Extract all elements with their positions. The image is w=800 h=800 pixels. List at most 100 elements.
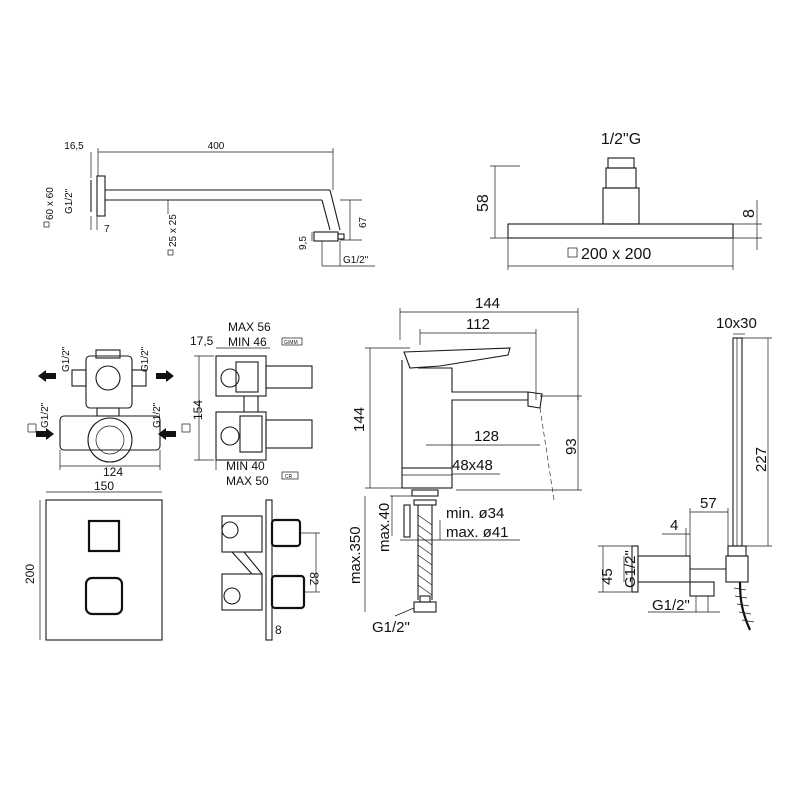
valve-left-port <box>71 369 87 387</box>
valve-upper-body <box>85 355 133 409</box>
square-symbol-2 <box>167 249 174 256</box>
dim-9-5-label: 9,5 <box>298 236 309 250</box>
mixer-base-label: 48x48 <box>452 457 493 474</box>
water-flow-line <box>539 407 555 501</box>
mixer-spout-label: 112 <box>466 316 490 333</box>
hand-thread-side-label: G1/2" <box>622 550 639 588</box>
valve-side-knob-bot <box>270 574 306 610</box>
mixer-aerator <box>527 391 543 409</box>
dim-67-label: 67 <box>358 216 369 228</box>
hand-hose <box>738 581 752 631</box>
square-symbol-3 <box>567 247 578 258</box>
mixer-body-front <box>418 367 529 468</box>
arm-outlet <box>313 231 339 242</box>
head-size-label: 200 x 200 <box>581 246 651 263</box>
temperature-knob <box>84 576 124 616</box>
arm-elbow-inner <box>321 199 331 231</box>
head-connector-nut <box>605 167 637 189</box>
head-plate <box>507 223 734 239</box>
hand-gap-label: 4 <box>670 517 678 534</box>
hand-shower-view: 10x30 227 57 4 45 G1/2" <box>598 315 772 631</box>
hand-holder-top <box>727 545 747 557</box>
dim-17-5-label: 17,5 <box>190 334 214 348</box>
mixer-deck-label: max.40 <box>376 503 393 552</box>
mixer-hole-max-label: max. ø41 <box>446 524 509 541</box>
valve-thread-mr: G1/2" <box>152 402 163 428</box>
valve-thread-tr: G1/2" <box>140 346 151 372</box>
hand-thread-bot-label: G1/2" <box>652 597 690 614</box>
mixer-base <box>401 467 453 489</box>
valve-max-bot-label: MAX 50 <box>226 474 269 488</box>
mixer-stud <box>403 504 411 538</box>
mixer-width-label: 144 <box>475 295 500 312</box>
dim-16-5-label: 16,5 <box>64 141 84 152</box>
mixer-height-label: 144 <box>351 407 368 432</box>
mixer-hose-length-label: max.350 <box>347 526 364 584</box>
mixer-outlet-height-label: 93 <box>563 438 580 455</box>
dim-200-label: 200 <box>23 564 37 584</box>
wall-outlet-body <box>637 555 691 583</box>
svg-text:G/MM: G/MM <box>284 340 298 346</box>
mixer-reach-label: 128 <box>474 428 499 445</box>
valve-min-bot-label: MIN 40 <box>226 459 265 473</box>
valve-right-port <box>131 369 147 387</box>
valve-thread-tl: G1/2" <box>61 346 72 372</box>
valve-front-view: G1/2" G1/2" G1/2" G1/2" 124 150 200 <box>23 346 191 641</box>
square-symbol <box>43 221 50 228</box>
hose-connector <box>689 581 715 597</box>
hand-section-label: 10x30 <box>716 315 757 332</box>
dim-58-label: 58 <box>475 194 492 212</box>
valve-lower-body <box>59 415 161 451</box>
dim-7-label: 7 <box>104 224 110 235</box>
dim-154-label: 154 <box>191 400 205 420</box>
outlet-arrow-left-icon <box>38 370 56 382</box>
hand-plate-label: 45 <box>599 568 616 585</box>
svg-text:CR: CR <box>285 474 293 480</box>
valve-tag-bot <box>281 471 299 480</box>
shower-arm-view: 400 16,5 60 x 60 G1/2" 7 25 x 25 67 9,5 … <box>43 141 375 267</box>
valve-cover-plate <box>45 499 163 641</box>
mixer-nut <box>413 499 437 506</box>
dim-60x60-label: 60 x 60 <box>45 187 56 220</box>
valve-side-view: MAX 56 MIN 46 G/MM 17,5 154 MIN 40 MAX 5… <box>190 320 321 641</box>
head-connector-top <box>607 157 635 169</box>
head-body <box>602 187 640 225</box>
dim-124-label: 124 <box>103 465 123 479</box>
hand-length-label: 227 <box>753 447 770 472</box>
dim-150-label: 150 <box>94 479 114 493</box>
dim-25x25-label: 25 x 25 <box>168 214 179 247</box>
dim-82-label: 82 <box>307 572 321 586</box>
wall-outlet-plate <box>631 545 639 593</box>
mixer-thread-label: G1/2" <box>372 619 410 636</box>
arm-wall-plate <box>96 175 106 217</box>
hand-projection-label: 57 <box>700 495 717 512</box>
dim-400-label: 400 <box>208 141 225 152</box>
valve-lower-bore <box>87 417 133 463</box>
arm-elbow-outer <box>329 189 341 231</box>
inlet-arrow-left-icon <box>36 428 54 440</box>
basin-mixer-view: 144 112 144 128 93 48x48 <box>347 295 582 636</box>
mixer-hose-fitting <box>413 601 437 613</box>
valve-side-lower <box>215 411 267 461</box>
valve-thread-ml: G1/2" <box>40 402 51 428</box>
valve-side-cover <box>265 499 273 641</box>
mixer-hole-min-label: min. ø34 <box>446 505 504 522</box>
valve-max-top-label: MAX 56 <box>228 320 271 334</box>
diverter-knob <box>87 519 121 553</box>
arm-outlet-nut <box>337 233 345 240</box>
valve-side-knob-top <box>270 518 302 548</box>
head-thread-label: 1/2"G <box>601 131 641 148</box>
hand-holder <box>725 555 749 583</box>
dim-8-plate-label: 8 <box>275 623 282 637</box>
shower-head-view: 1/2"G 58 8 200 x 200 <box>475 131 762 270</box>
hand-shower-body <box>732 337 743 547</box>
arm-thread-label: G1/2" <box>64 188 75 214</box>
dim-8-label: 8 <box>741 209 758 218</box>
outlet-arrow-right-icon <box>156 370 174 382</box>
valve-min-top-label: MIN 46 <box>228 335 267 349</box>
mixer-lever <box>403 347 511 369</box>
valve-upper-bore <box>95 365 121 391</box>
valve-tag-top <box>281 337 303 346</box>
